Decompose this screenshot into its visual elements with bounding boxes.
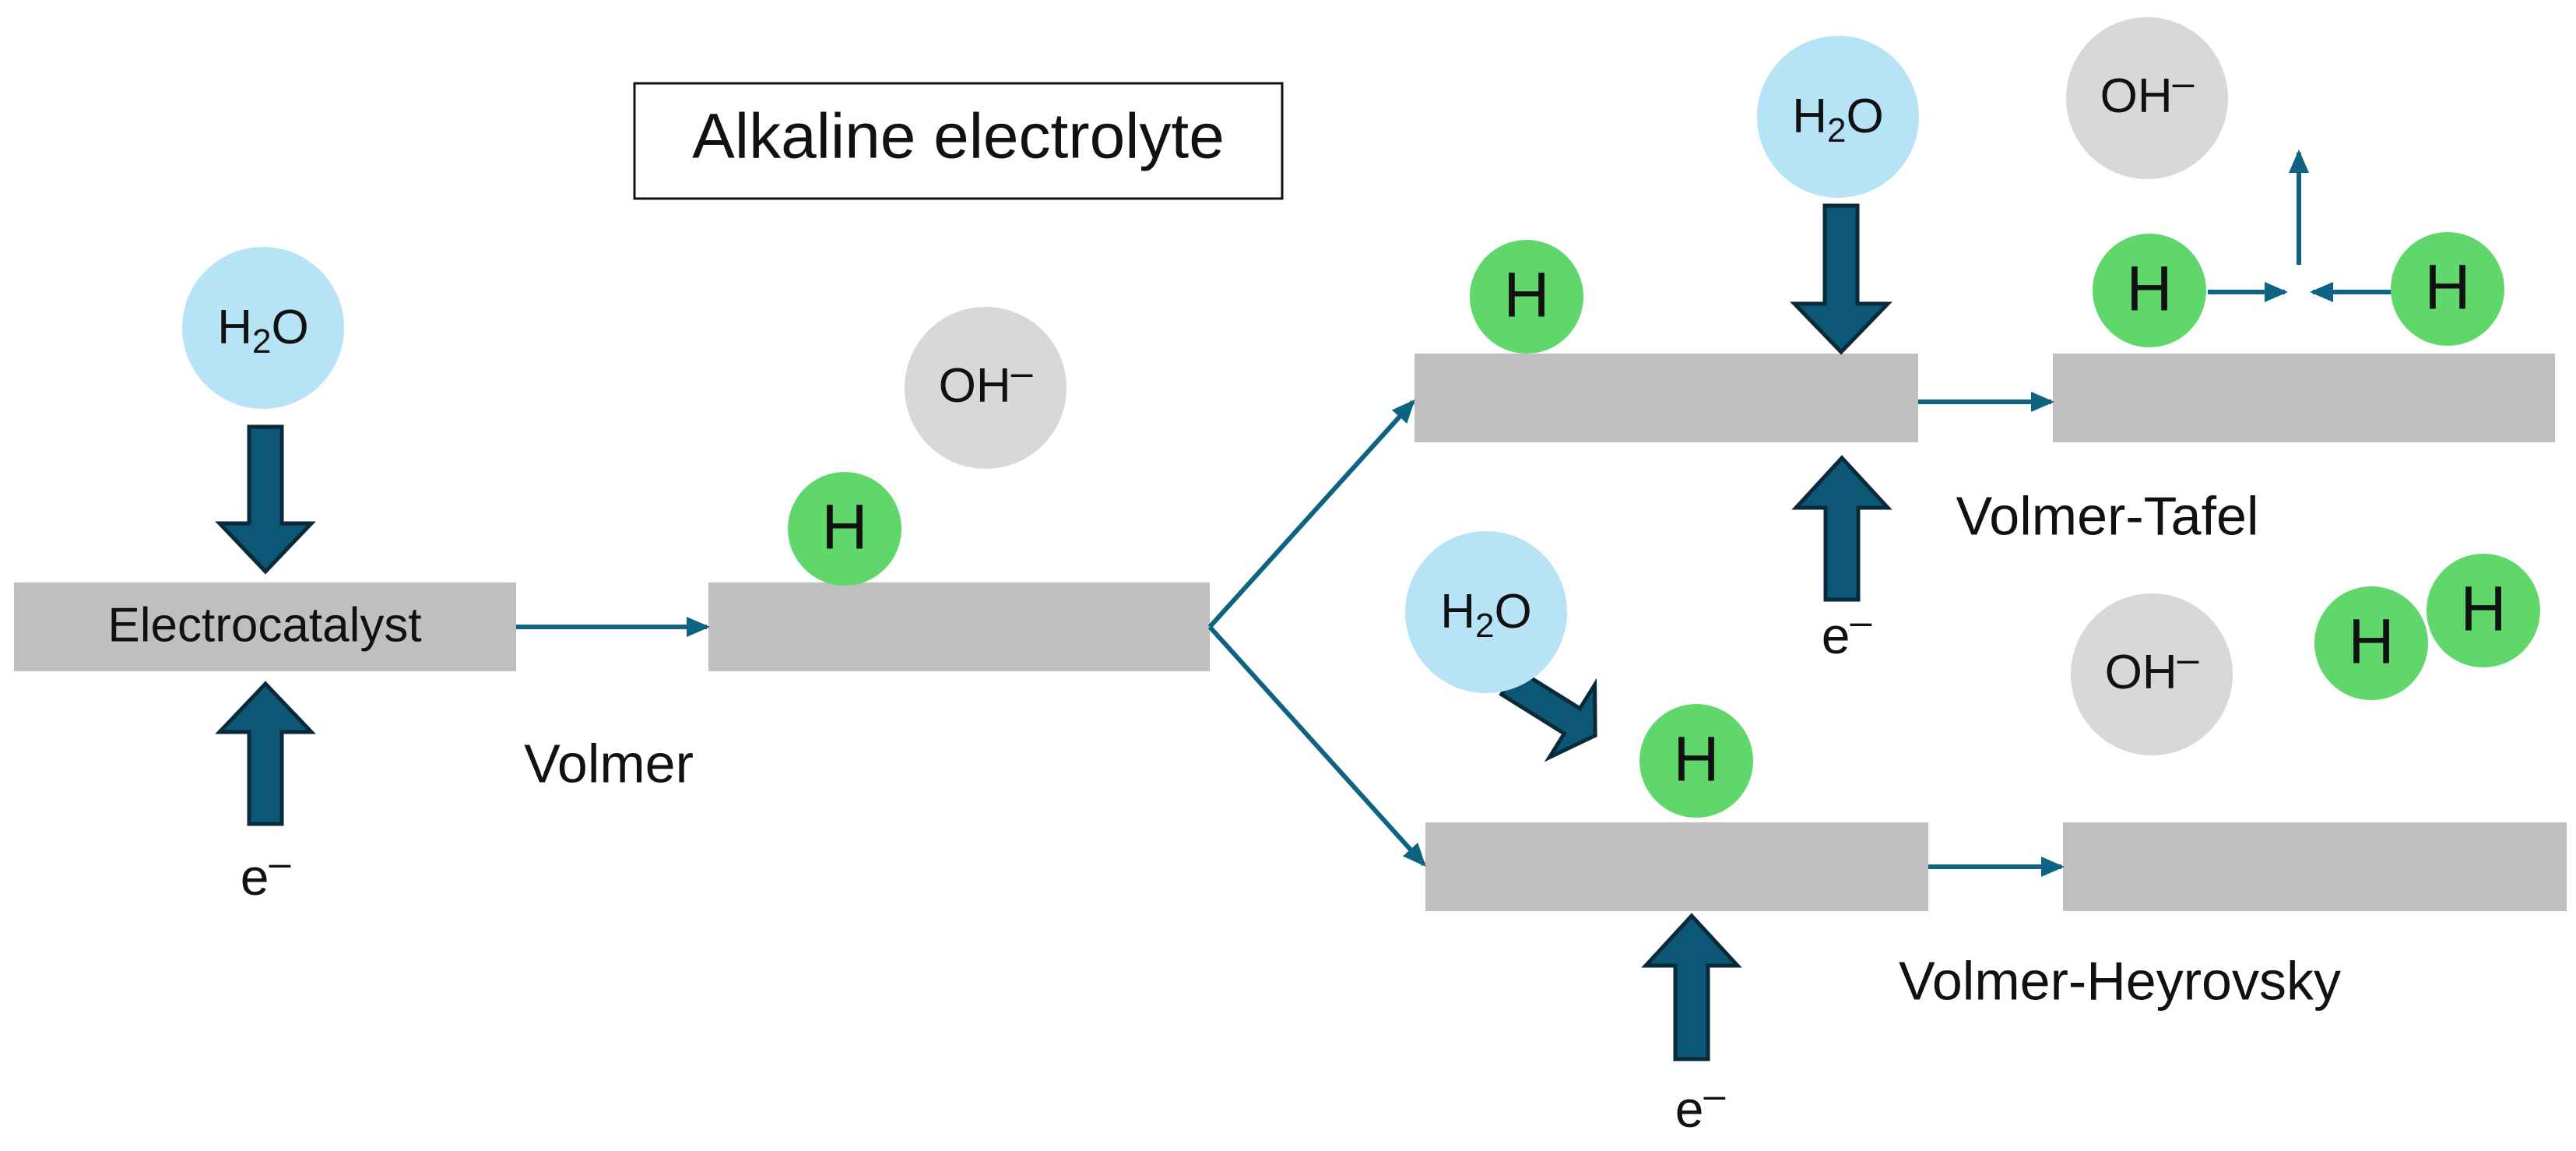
svg-text:OH–: OH– (2105, 637, 2199, 699)
title-box: Alkaline electrolyte (633, 82, 1284, 200)
electron-arrow-tafel (1791, 455, 1892, 602)
electron-label-tafel: e– (1822, 600, 1872, 664)
hydrogen-molecule: H H (2314, 554, 2540, 700)
hydroxide-ion-heyrovsky: OH– (2071, 593, 2233, 755)
hydrogen-atom-tafel-right: H (2391, 232, 2504, 346)
arrow-branch-heyrovsky (1207, 625, 1426, 867)
svg-text:H: H (2424, 252, 2470, 323)
electron-arrow-heyrovsky (1641, 913, 1742, 1061)
surface-after-volmer (708, 583, 1210, 671)
svg-text:OH–: OH– (939, 350, 1033, 413)
volmer-heyrovsky-step-label: Volmer-Heyrovsky (1899, 950, 2341, 1011)
svg-text:H: H (2348, 607, 2394, 678)
volmer-tafel-step-label: Volmer-Tafel (1956, 485, 2258, 546)
water-arrow-tafel (1790, 203, 1892, 355)
svg-text:H: H (821, 492, 867, 563)
arrow-branch-tafel (1207, 400, 1415, 629)
hydrogen-atom-volmer: H (788, 472, 901, 586)
svg-text:H: H (1673, 724, 1719, 795)
water-molecule-heyrovsky: H2O (1405, 531, 1567, 693)
svg-text:OH–: OH– (2100, 61, 2195, 123)
surface-heyrovsky-2 (2063, 822, 2567, 911)
svg-text:H: H (1503, 260, 1549, 331)
electron-label-heyrovsky: e– (1675, 1073, 1726, 1138)
water-molecule-tafel: H2O (1757, 36, 1919, 198)
surface-tafel-2 (2053, 354, 2555, 442)
electrocatalyst-label: Electrocatalyst (107, 598, 421, 652)
hydrogen-atom-heyrovsky: H (1639, 704, 1753, 818)
electrocatalyst-surface (14, 583, 516, 671)
title-text: Alkaline electrolyte (692, 101, 1225, 172)
surface-heyrovsky-1 (1425, 822, 1928, 911)
water-arrow-volmer (215, 424, 316, 575)
electron-arrow-volmer (215, 681, 316, 826)
volmer-step-label: Volmer (524, 733, 694, 794)
electron-label-volmer: e– (241, 841, 291, 906)
water-molecule-volmer: H2O (182, 247, 344, 409)
svg-text:H2O: H2O (1440, 585, 1532, 644)
hydrogen-atom-tafel-adsorbed: H (1470, 240, 1583, 354)
svg-text:H2O: H2O (217, 301, 309, 360)
surface-tafel-1 (1415, 354, 1918, 442)
svg-text:H: H (2126, 254, 2172, 325)
hydroxide-ion-volmer: OH– (905, 307, 1067, 469)
svg-text:H: H (2460, 574, 2506, 645)
hydroxide-ion-tafel: OH– (2066, 17, 2228, 179)
svg-text:H2O: H2O (1792, 90, 1884, 149)
hydrogen-atom-tafel-left: H (2093, 234, 2206, 347)
